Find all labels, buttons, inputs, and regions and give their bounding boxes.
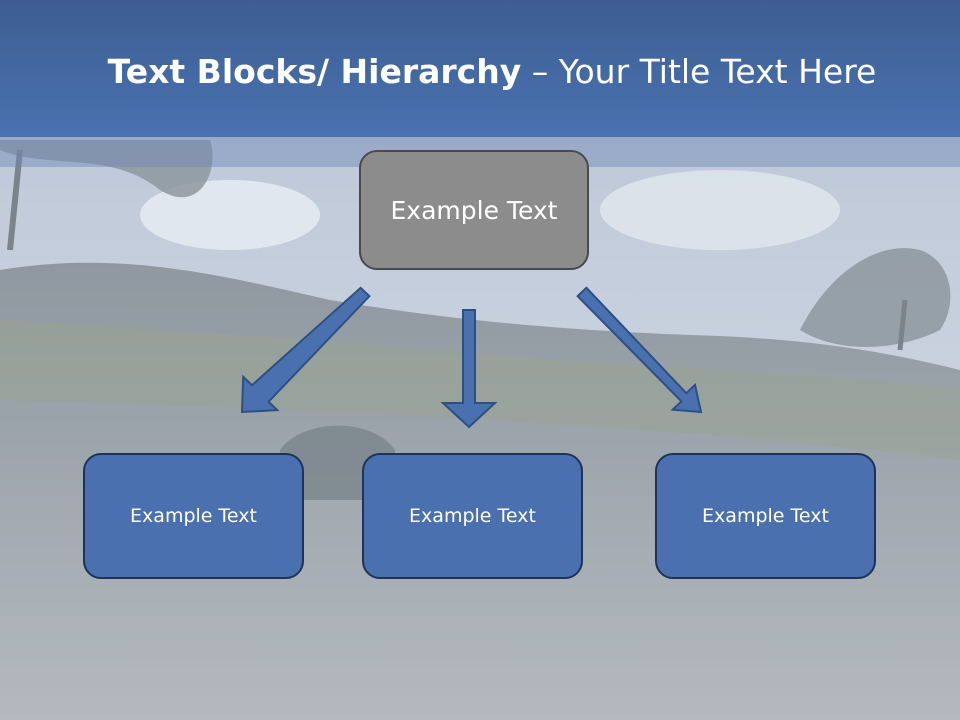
arrow-left-icon	[240, 286, 371, 414]
child-box-label: Example Text	[409, 505, 536, 527]
root-box: Example Text	[359, 150, 589, 270]
title-separator: –	[521, 52, 559, 91]
title-bar	[0, 0, 960, 137]
child-box-center: Example Text	[362, 453, 583, 579]
slide-title: Text Blocks/ Hierarchy – Your Title Text…	[0, 52, 960, 91]
child-box-label: Example Text	[130, 505, 257, 527]
child-box-right: Example Text	[655, 453, 876, 579]
title-rest-part: Your Title Text Here	[558, 52, 877, 91]
arrow-right-icon	[576, 286, 703, 414]
root-box-label: Example Text	[390, 195, 558, 225]
arrow-down-icon	[440, 309, 498, 429]
child-box-label: Example Text	[702, 505, 829, 527]
title-bold-part: Text Blocks/ Hierarchy	[107, 52, 522, 91]
child-box-left: Example Text	[83, 453, 304, 579]
